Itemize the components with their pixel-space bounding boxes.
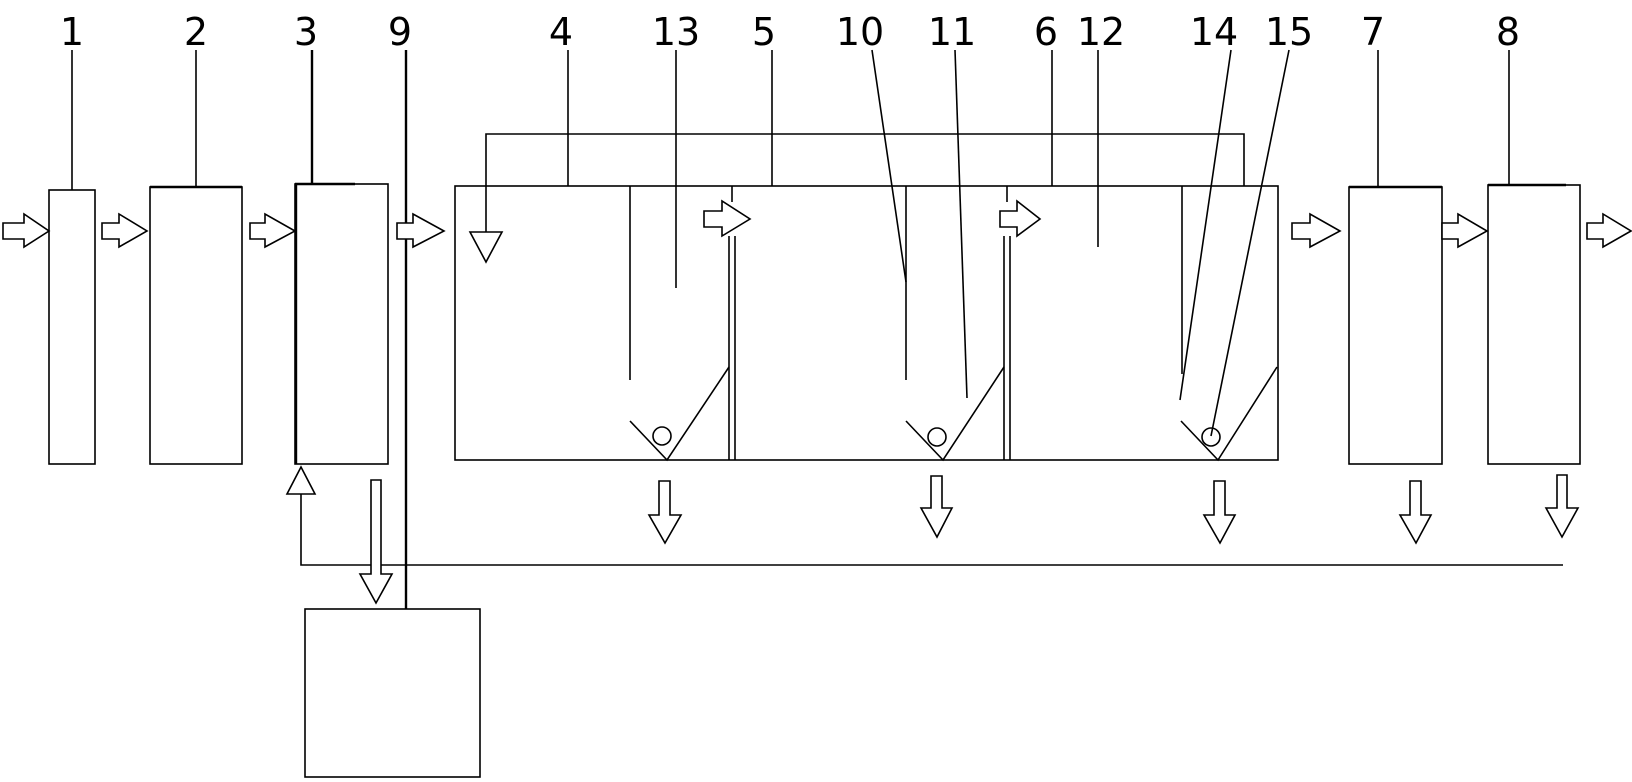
flow-arrow-inlet <box>2 212 51 249</box>
top-manifold-pipe <box>485 133 1245 232</box>
flow-arrow-3-to-4 <box>396 212 446 249</box>
down-arrow-hopper-11 <box>919 475 954 539</box>
manifold-down-arrow <box>468 231 504 264</box>
leader-10 <box>871 49 907 283</box>
unit-7-box <box>1348 186 1443 465</box>
unit-2-box <box>149 186 243 465</box>
label-1: 1 <box>60 10 84 54</box>
sludge-tank-box <box>304 608 481 778</box>
hopper-15 <box>1180 366 1278 462</box>
leader-15 <box>1210 49 1290 437</box>
down-arrow-hopper-1 <box>647 480 683 545</box>
label-8: 8 <box>1496 10 1520 54</box>
label-3: 3 <box>294 10 318 54</box>
flow-arrow-2-to-3 <box>249 212 297 249</box>
aerator-1 <box>652 426 672 446</box>
down-arrow-unit-7 <box>1398 480 1433 545</box>
label-13: 13 <box>652 10 700 54</box>
label-10: 10 <box>836 10 884 54</box>
label-11: 11 <box>928 10 976 54</box>
label-2: 2 <box>184 10 208 54</box>
unit-3-box <box>294 183 389 465</box>
hopper-11 <box>905 366 1005 462</box>
label-12: 12 <box>1077 10 1125 54</box>
label-7: 7 <box>1361 10 1385 54</box>
return-up-arrow <box>285 465 317 495</box>
label-4: 4 <box>549 10 573 54</box>
down-arrow-3-to-sludge <box>358 479 394 605</box>
leader-14 <box>1179 49 1232 401</box>
flow-arrow-7-to-8 <box>1441 212 1489 249</box>
down-arrow-hopper-15 <box>1202 480 1237 545</box>
label-5: 5 <box>752 10 776 54</box>
flow-arrow-4-to-5 <box>703 199 752 238</box>
label-9: 9 <box>388 10 412 54</box>
down-arrow-unit-8 <box>1544 474 1580 539</box>
flow-arrow-6-to-7 <box>1291 212 1342 249</box>
unit-1-box <box>48 189 96 465</box>
label-6: 6 <box>1034 10 1058 54</box>
reaction-tank <box>454 185 1279 461</box>
hopper-1 <box>629 366 730 462</box>
label-14: 14 <box>1190 10 1238 54</box>
flow-arrow-outlet <box>1586 212 1632 249</box>
aerator-15 <box>1201 427 1221 447</box>
return-line <box>300 494 1563 566</box>
flow-arrow-1-to-2 <box>101 212 149 249</box>
unit-8-box <box>1487 184 1581 465</box>
leader-11 <box>954 49 968 399</box>
label-15: 15 <box>1265 10 1313 54</box>
aerator-11 <box>927 427 947 447</box>
flow-arrow-5-to-6 <box>999 199 1042 238</box>
